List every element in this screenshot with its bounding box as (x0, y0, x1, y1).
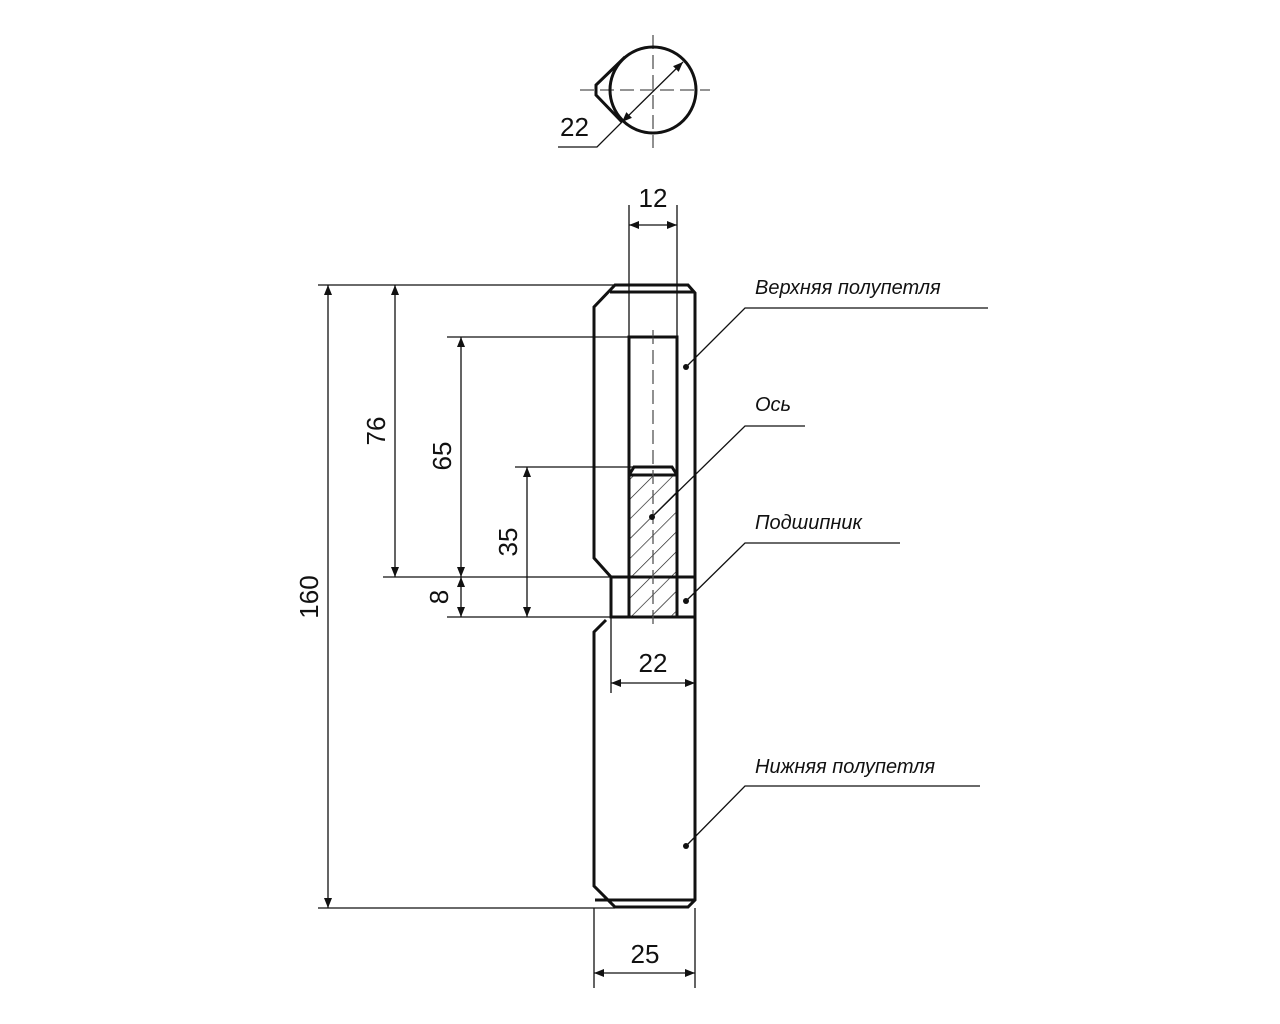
dim-65: 65 (427, 442, 457, 471)
dim-160: 160 (294, 575, 324, 618)
hinge-circle (608, 45, 698, 135)
diameter-arrow (621, 61, 684, 123)
dimensions: 160 76 65 35 8 12 22 25 (294, 183, 696, 988)
axis-pin-chamfer (627, 465, 679, 476)
dim-12: 12 (639, 183, 668, 213)
dim-76: 76 (361, 417, 391, 446)
dim-22: 22 (639, 648, 668, 678)
dim-35: 35 (493, 528, 523, 557)
dim-25: 25 (631, 939, 660, 969)
dim-8: 8 (424, 590, 454, 604)
dim-top-diameter: 22 (560, 112, 589, 142)
top-view: 22 (558, 35, 710, 148)
diameter-leader (558, 121, 623, 148)
label-lower-half: Нижняя полупетля (755, 756, 935, 778)
hinge-leaf-point (594, 55, 627, 124)
label-bearing: Подшипник (755, 512, 864, 534)
callouts: Верхняя полупетля Ось Подшипник Нижняя п… (649, 277, 988, 849)
side-view (592, 283, 697, 909)
label-upper-half: Верхняя полупетля (755, 277, 941, 299)
label-axis: Ось (755, 394, 791, 416)
